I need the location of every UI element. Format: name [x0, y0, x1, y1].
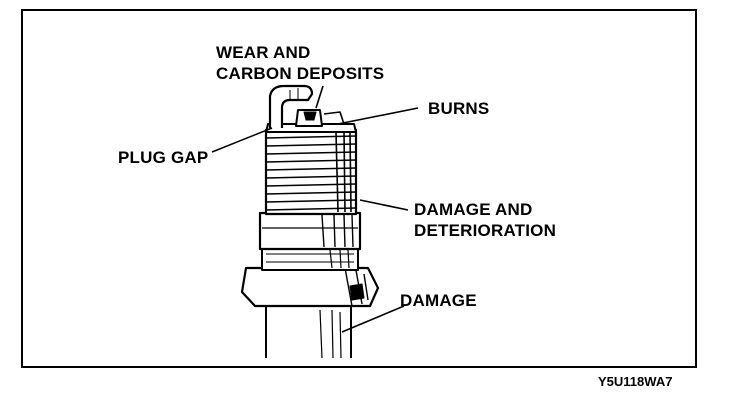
leader-burns — [337, 107, 419, 125]
hex-nut — [240, 266, 380, 308]
label-damage: DAMAGE — [400, 290, 477, 311]
label-damage-det-line1: DAMAGE AND — [414, 200, 533, 219]
leader-damage — [341, 305, 405, 333]
label-burns-text: BURNS — [428, 99, 490, 118]
label-damage-deterioration: DAMAGE AND DETERIORATION — [414, 199, 556, 241]
label-burns: BURNS — [428, 98, 489, 119]
label-damage-det-line2: DETERIORATION — [414, 221, 557, 240]
label-plug-gap: PLUG GAP — [118, 147, 208, 168]
label-wear-line1: WEAR AND — [216, 43, 311, 62]
spark-plug — [240, 84, 380, 359]
label-wear-line2: CARBON DEPOSITS — [216, 64, 385, 83]
thread-shading — [335, 131, 352, 213]
leader-plug-gap — [211, 127, 273, 153]
figure-frame — [21, 9, 697, 368]
ground-electrode — [268, 84, 314, 128]
label-wear-carbon: WEAR AND CARBON DEPOSITS — [216, 42, 384, 84]
label-plug-gap-text: PLUG GAP — [118, 148, 209, 167]
figure-code: Y5U118WA7 — [598, 374, 673, 389]
leader-damage-deterioration — [359, 199, 409, 211]
lower-shell-shading — [319, 309, 342, 359]
leader-wear — [315, 85, 324, 109]
leader-lines — [211, 85, 419, 333]
gasket-ring — [261, 247, 359, 271]
label-damage-text: DAMAGE — [400, 291, 477, 310]
sealing-ring — [258, 211, 362, 251]
thread-lines — [265, 135, 357, 211]
